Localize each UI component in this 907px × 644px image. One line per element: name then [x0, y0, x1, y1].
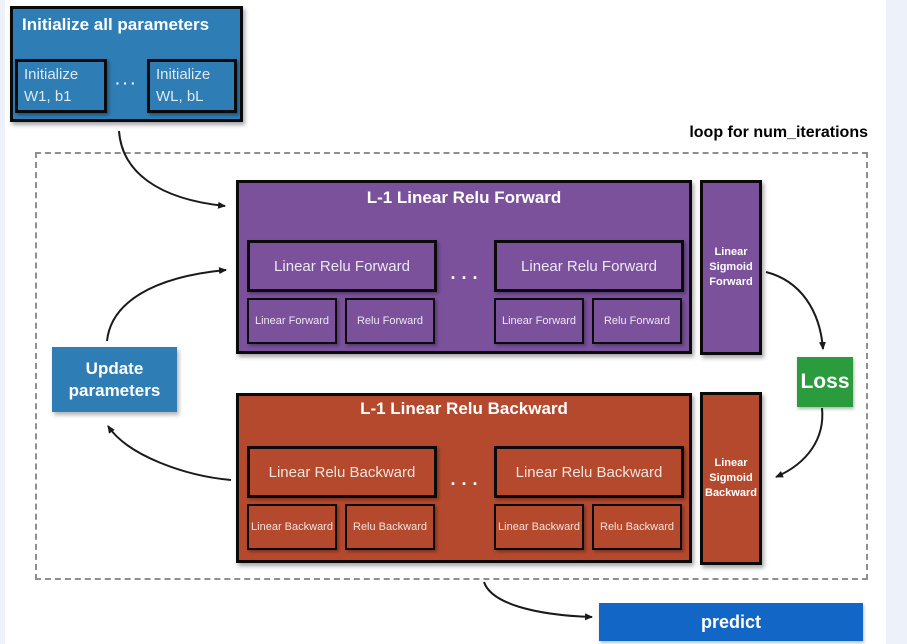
- loop-label: loop for num_iterations: [689, 124, 868, 141]
- loss-box: Loss: [797, 357, 853, 407]
- forward-ellipsis: ···: [450, 268, 484, 288]
- relu-forward-box: Relu Forward: [592, 298, 682, 344]
- backward-block-title: L-1 Linear Relu Backward: [360, 399, 568, 418]
- backward-unit-group-1: Linear Relu Backward Linear Backward Rel…: [247, 446, 437, 550]
- linear-backward-box: Linear Backward: [494, 504, 584, 550]
- linear-relu-forward-box: Linear Relu Forward: [494, 240, 684, 292]
- loop-boundary-box: [35, 152, 868, 580]
- forward-block-title: L-1 Linear Relu Forward: [366, 188, 562, 207]
- linear-relu-backward-block: L-1 Linear Relu Backward Linear Relu Bac…: [236, 393, 692, 563]
- linear-forward-box: Linear Forward: [247, 298, 337, 344]
- initialize-ellipsis: ···: [115, 75, 139, 91]
- relu-backward-box: Relu Backward: [592, 504, 682, 550]
- linear-relu-backward-box: Linear Relu Backward: [247, 446, 437, 498]
- linear-sigmoid-backward-box: Linear Sigmoid Backward: [700, 392, 762, 565]
- predict-box: predict: [599, 603, 863, 641]
- initialize-wl-bl-box: Initialize WL, bL: [147, 59, 237, 113]
- backward-unit-group-2: Linear Relu Backward Linear Backward Rel…: [494, 446, 684, 550]
- initialize-parameters-block: Initialize all parameters Initialize W1,…: [10, 6, 243, 122]
- forward-unit-group-2: Linear Relu Forward Linear Forward Relu …: [494, 240, 684, 344]
- linear-backward-box: Linear Backward: [247, 504, 337, 550]
- update-parameters-box: Update parameters: [52, 347, 177, 412]
- linear-relu-forward-block: L-1 Linear Relu Forward Linear Relu Forw…: [236, 180, 692, 354]
- linear-forward-box: Linear Forward: [494, 298, 584, 344]
- backward-ellipsis: ···: [450, 474, 484, 494]
- initialize-w1-b1-box: Initialize W1, b1: [15, 59, 107, 113]
- relu-backward-box: Relu Backward: [345, 504, 435, 550]
- linear-sigmoid-forward-box: Linear Sigmoid Forward: [700, 180, 762, 355]
- linear-relu-forward-box: Linear Relu Forward: [247, 240, 437, 292]
- linear-relu-backward-box: Linear Relu Backward: [494, 446, 684, 498]
- forward-unit-group-1: Linear Relu Forward Linear Forward Relu …: [247, 240, 437, 344]
- relu-forward-box: Relu Forward: [345, 298, 435, 344]
- initialize-parameters-title: Initialize all parameters: [22, 15, 210, 34]
